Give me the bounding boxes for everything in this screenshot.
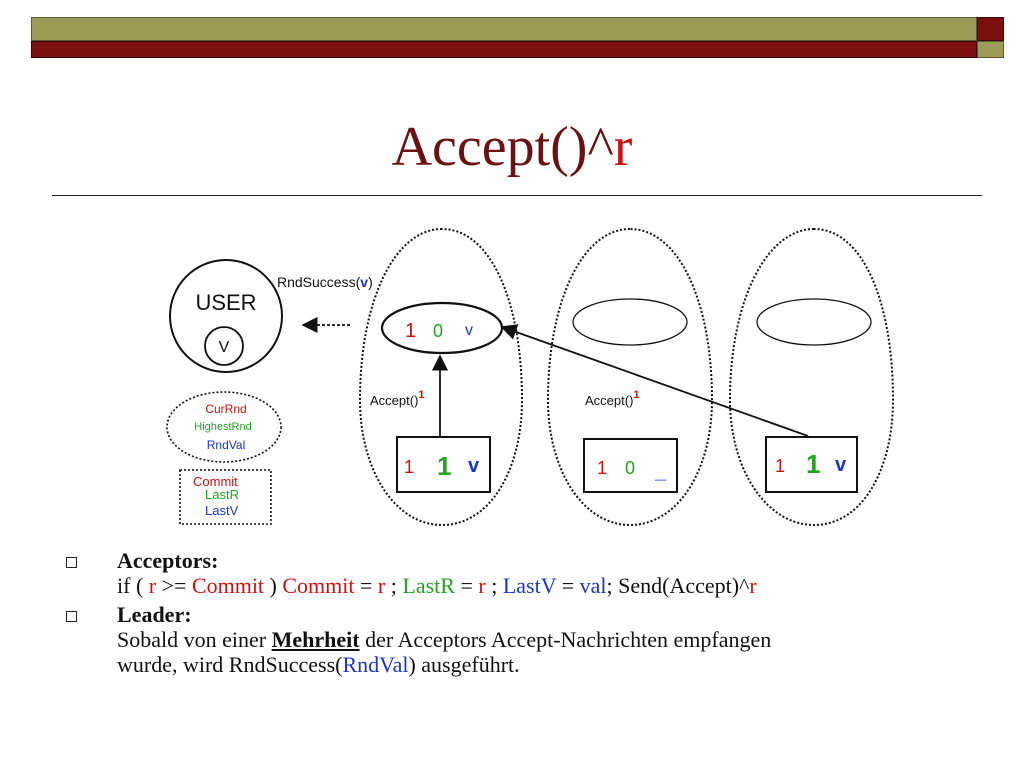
acceptor1-commit: 1 bbox=[404, 457, 414, 477]
leader-line-1: Sobald von einer Mehrheit der Acceptors … bbox=[117, 627, 772, 652]
rnd-success-label: RndSuccess(v) bbox=[277, 274, 373, 290]
var-highestrnd: HighestRnd bbox=[194, 421, 251, 433]
accept-label-3: Accept()1 bbox=[585, 389, 640, 408]
bullet-square-icon bbox=[66, 611, 77, 622]
acceptor3-lastv: v bbox=[835, 454, 847, 476]
acceptors-rule: if ( r >= Commit ) Commit = r ; LastR = … bbox=[117, 573, 757, 598]
header-corner-red bbox=[977, 17, 1004, 41]
bullet-list: Acceptors: if ( r >= Commit ) Commit = r… bbox=[64, 548, 1004, 681]
acceptor2-lastr: 0 bbox=[625, 458, 635, 478]
leader-heading: Leader: bbox=[117, 602, 192, 627]
title-var: r bbox=[613, 116, 633, 178]
acceptor3-lastr: 1 bbox=[806, 449, 820, 479]
user-circle bbox=[169, 259, 283, 373]
empty-ellipse-2 bbox=[572, 298, 688, 346]
acceptor-box-3 bbox=[765, 436, 858, 493]
empty-ellipse-3 bbox=[756, 298, 872, 346]
user-chevron-icon: V bbox=[219, 339, 230, 356]
acceptors-heading: Acceptors: bbox=[117, 548, 219, 573]
leader-vars-ellipse bbox=[166, 391, 282, 463]
header-bar-olive bbox=[31, 17, 977, 41]
var-lastv: LastV bbox=[205, 503, 239, 518]
bullet-square-icon bbox=[66, 557, 77, 568]
acceptor2-lastv: _ bbox=[654, 461, 667, 483]
acceptor1-lastv: v bbox=[468, 455, 480, 477]
var-lastr: LastR bbox=[205, 487, 239, 502]
header-corner-olive bbox=[977, 41, 1004, 58]
bullet-acceptors: Acceptors: if ( r >= Commit ) Commit = r… bbox=[64, 548, 1004, 598]
leader-val-rnd: 1 bbox=[405, 320, 416, 342]
title-rule bbox=[52, 195, 982, 196]
acceptor-vars-box bbox=[179, 469, 272, 525]
acceptor-egg-1 bbox=[358, 227, 524, 527]
leader-line-2: wurde, wird RndSuccess(RndVal) ausgeführ… bbox=[117, 652, 520, 677]
acceptor-egg-3 bbox=[728, 227, 895, 527]
acceptor3-commit: 1 bbox=[775, 456, 785, 476]
var-commit: Commit bbox=[193, 474, 238, 489]
user-label: USER bbox=[195, 290, 256, 315]
accept-arrow-3 bbox=[500, 324, 809, 437]
slide-title: Accept()^r bbox=[0, 112, 1024, 182]
title-main: Accept()^ bbox=[391, 116, 614, 178]
accept-label-1: Accept()1 bbox=[370, 389, 425, 408]
header-bar-red bbox=[31, 41, 977, 58]
acceptor2-commit: 1 bbox=[597, 458, 607, 478]
acceptor-box-2 bbox=[583, 438, 678, 493]
leader-val-highest: 0 bbox=[433, 321, 443, 341]
acceptor1-lastr: 1 bbox=[437, 451, 451, 481]
bullet-leader: Leader: Sobald von einer Mehrheit der Ac… bbox=[64, 602, 1004, 677]
acceptor-box-1 bbox=[396, 436, 491, 493]
leader-val-v: v bbox=[465, 322, 473, 339]
var-rndval: RndVal bbox=[207, 438, 245, 452]
var-currnd: CurRnd bbox=[205, 402, 246, 416]
user-inner-circle bbox=[204, 326, 244, 366]
